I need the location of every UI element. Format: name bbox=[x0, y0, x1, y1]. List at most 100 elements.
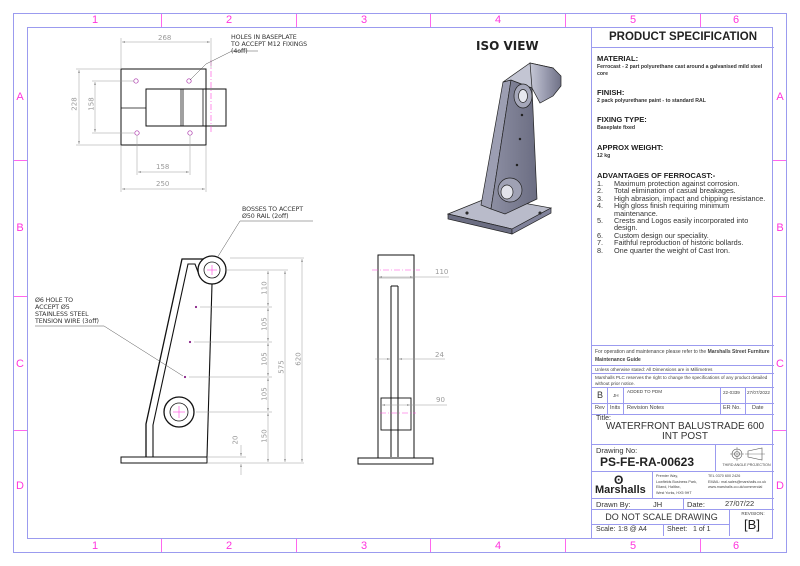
dim-hole-depth-spacing: 158 bbox=[87, 97, 96, 111]
zone-row-d-left: D bbox=[16, 480, 24, 492]
weight-heading: APPROX WEIGHT: bbox=[597, 143, 664, 152]
zone-divider bbox=[430, 14, 431, 27]
material-heading: MATERIAL: bbox=[597, 54, 639, 63]
tb-divider bbox=[592, 365, 774, 366]
zone-column-1-top: 1 bbox=[91, 14, 99, 26]
dim-105-a: 105 bbox=[260, 317, 269, 331]
zone-column-4-bottom: 4 bbox=[494, 540, 502, 552]
zone-column-5-bottom: 5 bbox=[629, 540, 637, 552]
zone-column-4-top: 4 bbox=[494, 14, 502, 26]
zone-column-3-bottom: 3 bbox=[360, 540, 368, 552]
drawn-by-value: JH bbox=[653, 500, 663, 509]
dim-overall-depth: 228 bbox=[70, 97, 79, 111]
revision-header-rev: Rev bbox=[595, 405, 605, 411]
dim-105-c: 105 bbox=[260, 387, 269, 401]
tb-divider bbox=[745, 387, 746, 414]
do-not-scale-warning: DO NOT SCALE DRAWING bbox=[605, 512, 718, 522]
tb-divider bbox=[607, 387, 608, 414]
zone-divider bbox=[296, 539, 297, 552]
scale-label: Scale: bbox=[596, 526, 616, 533]
drawn-by-label: Drawn By: bbox=[596, 500, 631, 509]
dim-base-thickness: 20 bbox=[231, 435, 240, 445]
revision-row-notes: ADDED TO PDM bbox=[627, 389, 663, 394]
sheet-label: Sheet: bbox=[667, 526, 688, 533]
isometric-view bbox=[446, 62, 562, 235]
units-note: Unless otherwise stated: All Dimensions … bbox=[595, 367, 713, 372]
iso-view-title: ISO VIEW bbox=[476, 39, 539, 53]
revision-row-date: 27/07/2022 bbox=[747, 390, 770, 395]
tb-divider bbox=[592, 414, 774, 415]
sheet-value: 1 of 1 bbox=[693, 526, 711, 533]
tb-divider bbox=[623, 387, 624, 414]
zone-divider bbox=[161, 539, 162, 552]
product-specification-panel: PRODUCT SPECIFICATION MATERIAL: Ferrocas… bbox=[591, 27, 774, 539]
zone-column-1-bottom: 1 bbox=[91, 540, 99, 552]
zone-row-c-right: C bbox=[776, 358, 784, 370]
zone-divider bbox=[773, 430, 786, 431]
zone-divider bbox=[565, 539, 566, 552]
tb-divider bbox=[592, 444, 774, 445]
zone-column-3-top: 3 bbox=[360, 14, 368, 26]
dim-side-gap: 24 bbox=[435, 351, 444, 359]
projection-label: THIRD ANGLE PROJECTION bbox=[722, 463, 771, 467]
dim-620: 620 bbox=[294, 352, 303, 366]
title-label: Title: bbox=[596, 415, 611, 422]
spec-title: PRODUCT SPECIFICATION bbox=[592, 27, 774, 48]
date-label: Date: bbox=[687, 500, 705, 509]
third-angle-projection-icon bbox=[730, 447, 765, 461]
zone-column-5-top: 5 bbox=[629, 14, 637, 26]
dim-575: 575 bbox=[277, 360, 286, 374]
finish-text: 2 pack polyurethane paint - to standard … bbox=[597, 98, 706, 104]
note-tension-wire-holes: Ø6 HOLE TO ACCEPT Ø5 STAINLESS STEEL TEN… bbox=[35, 297, 99, 325]
company-address: Premier Way,Lowfields Business Park,Ella… bbox=[656, 474, 697, 495]
sheet-inner-border bbox=[27, 27, 773, 539]
revision-header-er-no: ER No. bbox=[723, 405, 741, 411]
zone-row-d-right: D bbox=[776, 480, 784, 492]
zone-divider bbox=[14, 430, 27, 431]
advantages-list: 1.Maximum protection against corrosion. … bbox=[597, 180, 772, 254]
zone-divider bbox=[430, 539, 431, 552]
material-text: Ferrocast - 2 part polyurethane cast aro… bbox=[597, 64, 763, 77]
fixing-heading: FIXING TYPE: bbox=[597, 115, 647, 124]
zone-divider bbox=[773, 296, 786, 297]
advantage-item: 4.High gloss finish requiring minimum ma… bbox=[597, 201, 730, 218]
finish-heading: FINISH: bbox=[597, 88, 625, 97]
revision-header-inits: Inits bbox=[610, 405, 621, 411]
advantage-item: 8.One quarter the weight of Cast Iron. bbox=[597, 245, 731, 255]
zone-divider bbox=[700, 14, 701, 27]
sheet-outer-border bbox=[13, 13, 787, 553]
advantage-item: 3.High abrasion, impact and chipping res… bbox=[597, 193, 766, 203]
revision-label: REVISION: bbox=[741, 511, 765, 516]
dim-105-b: 105 bbox=[260, 352, 269, 366]
revision-header-date: Date bbox=[752, 405, 764, 411]
tb-divider bbox=[683, 498, 684, 509]
zone-column-2-top: 2 bbox=[225, 14, 233, 26]
date-value: 27/07/22 bbox=[725, 499, 755, 508]
dim-150: 150 bbox=[260, 429, 269, 443]
zone-row-a-right: A bbox=[776, 91, 784, 103]
zone-divider bbox=[14, 296, 27, 297]
weight-text: 12 kg bbox=[597, 153, 611, 159]
tb-divider bbox=[592, 509, 774, 510]
advantages-heading: ADVANTAGES OF FERROCAST:- bbox=[597, 171, 716, 180]
tb-divider bbox=[592, 373, 774, 374]
dim-overall-width: 268 bbox=[158, 34, 172, 42]
zone-row-a-left: A bbox=[16, 91, 24, 103]
rights-note: Marshalls PLC reserves the right to chan… bbox=[595, 375, 768, 386]
advantage-item: 7.Faithful reproduction of historic boll… bbox=[597, 238, 744, 248]
zone-divider bbox=[565, 14, 566, 27]
tb-divider bbox=[592, 403, 774, 404]
revision-row-rev: B bbox=[597, 390, 604, 400]
company-name: Marshalls bbox=[595, 484, 646, 496]
tb-divider bbox=[663, 524, 664, 536]
tb-divider bbox=[715, 444, 716, 471]
zone-divider bbox=[700, 539, 701, 552]
zone-column-6-top: 6 bbox=[732, 14, 740, 26]
zone-row-b-right: B bbox=[776, 222, 784, 234]
revision-value: [B] bbox=[744, 517, 760, 532]
advantage-item: 5.Crests and Logos easily incorporated i… bbox=[597, 216, 749, 233]
tb-divider bbox=[592, 524, 729, 525]
fixing-text: Baseplate fixed bbox=[597, 125, 636, 131]
dim-110: 110 bbox=[260, 281, 269, 295]
note-baseplate-holes: HOLES IN BASEPLATE TO ACCEPT M12 FIXINGS… bbox=[231, 34, 308, 55]
